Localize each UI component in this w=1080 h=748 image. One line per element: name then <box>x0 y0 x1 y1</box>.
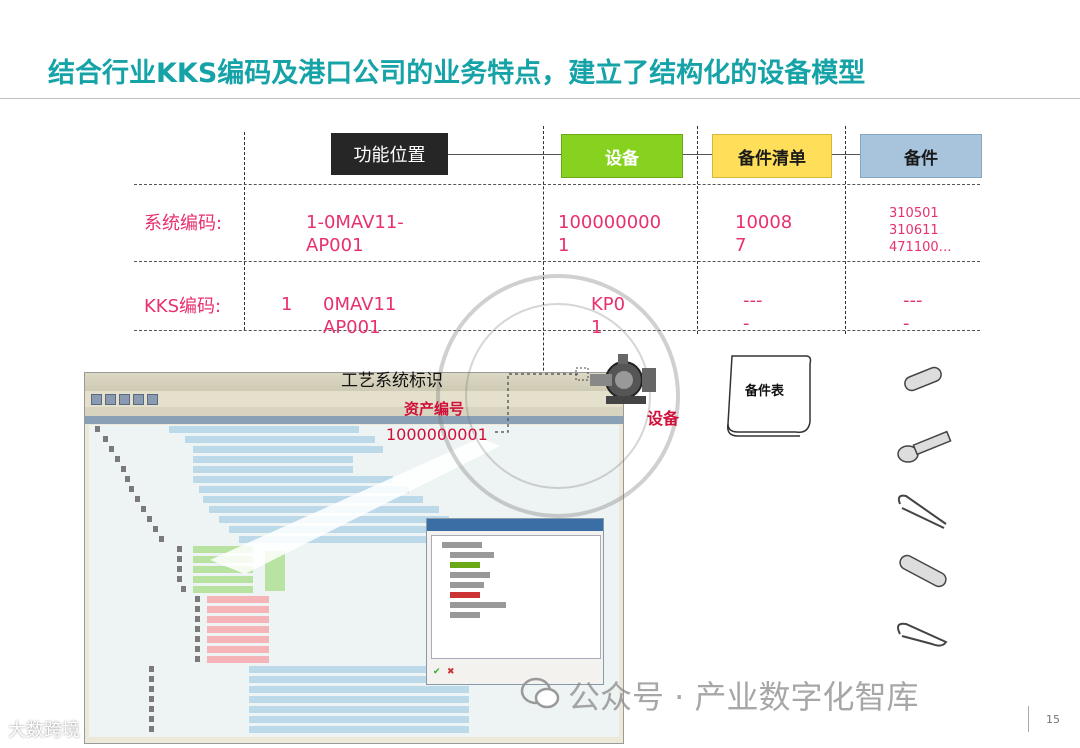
kks-code-spare-line2: - <box>903 313 910 334</box>
column-divider <box>845 126 846 334</box>
system-code-spare: 310501 310611 471100… <box>889 205 952 256</box>
column-divider <box>543 126 544 426</box>
spare-part-cotter-icon <box>897 494 947 529</box>
system-code-equip: 100000000 1 <box>558 211 661 257</box>
kks-code-func-a: 1 <box>281 294 293 315</box>
toolbar-icon <box>133 394 144 405</box>
toolbar-icon <box>147 394 158 405</box>
system-code-func-line2: AP001 <box>306 235 364 256</box>
spare-code-2: 310611 <box>889 223 939 238</box>
callout-anchor <box>575 367 589 381</box>
system-code-func-line1: 1-0MAV11- <box>306 212 404 233</box>
asset-number-value: 1000000001 <box>386 425 488 444</box>
corner-watermark: 大数跨境 <box>8 720 80 741</box>
dialog-ok-icon[interactable]: ✔ <box>433 667 441 677</box>
spare-code-1: 310501 <box>889 206 939 221</box>
row-divider <box>134 184 980 185</box>
spare-code-3: 471100… <box>889 240 952 255</box>
kks-code-func-line1: 0MAV11 <box>323 294 397 315</box>
spare-part-link-icon <box>899 554 947 588</box>
wechat-watermark: 公众号 · 产业数字化智库 <box>568 678 919 716</box>
system-code-equip-line1: 100000000 <box>558 212 662 233</box>
row-divider <box>134 261 980 262</box>
callout-link <box>495 373 578 433</box>
system-code-bom: 10008 7 <box>735 211 792 257</box>
watermark-ring-inner <box>465 303 651 489</box>
system-code-bom-line1: 10008 <box>735 212 793 233</box>
spare-part-bolt-icon <box>897 430 952 463</box>
dialog-titlebar <box>427 519 603 531</box>
system-code-equip-line2: 1 <box>558 235 570 256</box>
bom-box: 备件清单 <box>712 134 832 178</box>
system-code-bom-line2: 7 <box>735 235 747 256</box>
kks-code-bom: --- - <box>743 289 763 335</box>
column-divider <box>244 132 245 330</box>
spare-part-pin-icon <box>904 366 942 392</box>
toolbar-icon <box>119 394 130 405</box>
process-system-id-label: 工艺系统标识 <box>341 371 443 391</box>
dialog-list <box>431 535 601 659</box>
bom-document-label: 备件表 <box>745 384 785 399</box>
page-title: 结合行业KKS编码及港口公司的业务特点，建立了结构化的设备模型 <box>48 58 866 89</box>
pump-icon <box>590 354 656 404</box>
callout-beam <box>210 438 500 574</box>
kks-code-spare-line1: --- <box>903 290 923 311</box>
sap-window-titlebar <box>85 373 623 391</box>
dialog-cancel-icon[interactable]: ✖ <box>447 667 455 677</box>
kks-code-bom-line1: --- <box>743 290 763 311</box>
sap-header-row <box>85 407 623 416</box>
page-number: 15 <box>1046 713 1060 726</box>
spare-part-clip-icon <box>897 622 948 647</box>
kks-code-bom-line2: - <box>743 313 750 334</box>
kks-code-equip-line1: KP0 <box>591 294 626 315</box>
sap-toolbar <box>85 391 623 407</box>
column-divider <box>697 126 698 334</box>
wechat-icon <box>520 677 560 709</box>
toolbar-icon <box>91 394 102 405</box>
toolbar-icon <box>105 394 116 405</box>
spare-part-box: 备件 <box>860 134 982 178</box>
func-position-box: 功能位置 <box>331 133 448 175</box>
kks-code-spare: --- - <box>903 289 923 335</box>
page-number-divider <box>1028 706 1029 732</box>
kks-code-func: 0MAV11 AP001 <box>323 293 396 339</box>
sap-popup-dialog: ✔ ✖ <box>426 518 604 685</box>
kks-code-equip: KP0 1 <box>591 293 625 339</box>
system-code-label: 系统编码: <box>144 213 223 234</box>
kks-code-func-line2: AP001 <box>323 317 381 338</box>
connector-line <box>681 154 712 155</box>
row-divider <box>134 330 980 331</box>
equipment-box: 设备 <box>561 134 683 178</box>
watermark-ring <box>436 274 680 518</box>
connector-line <box>448 154 561 155</box>
kks-code-equip-line2: 1 <box>591 317 603 338</box>
asset-number-title: 资产编号 <box>404 400 465 418</box>
kks-code-label: KKS编码: <box>144 296 222 317</box>
equipment-callout-label: 设备 <box>647 409 680 428</box>
system-code-func: 1-0MAV11- AP001 <box>306 211 404 257</box>
title-divider <box>0 98 1080 99</box>
bom-document-icon <box>726 355 812 437</box>
sap-column-header <box>85 416 623 424</box>
